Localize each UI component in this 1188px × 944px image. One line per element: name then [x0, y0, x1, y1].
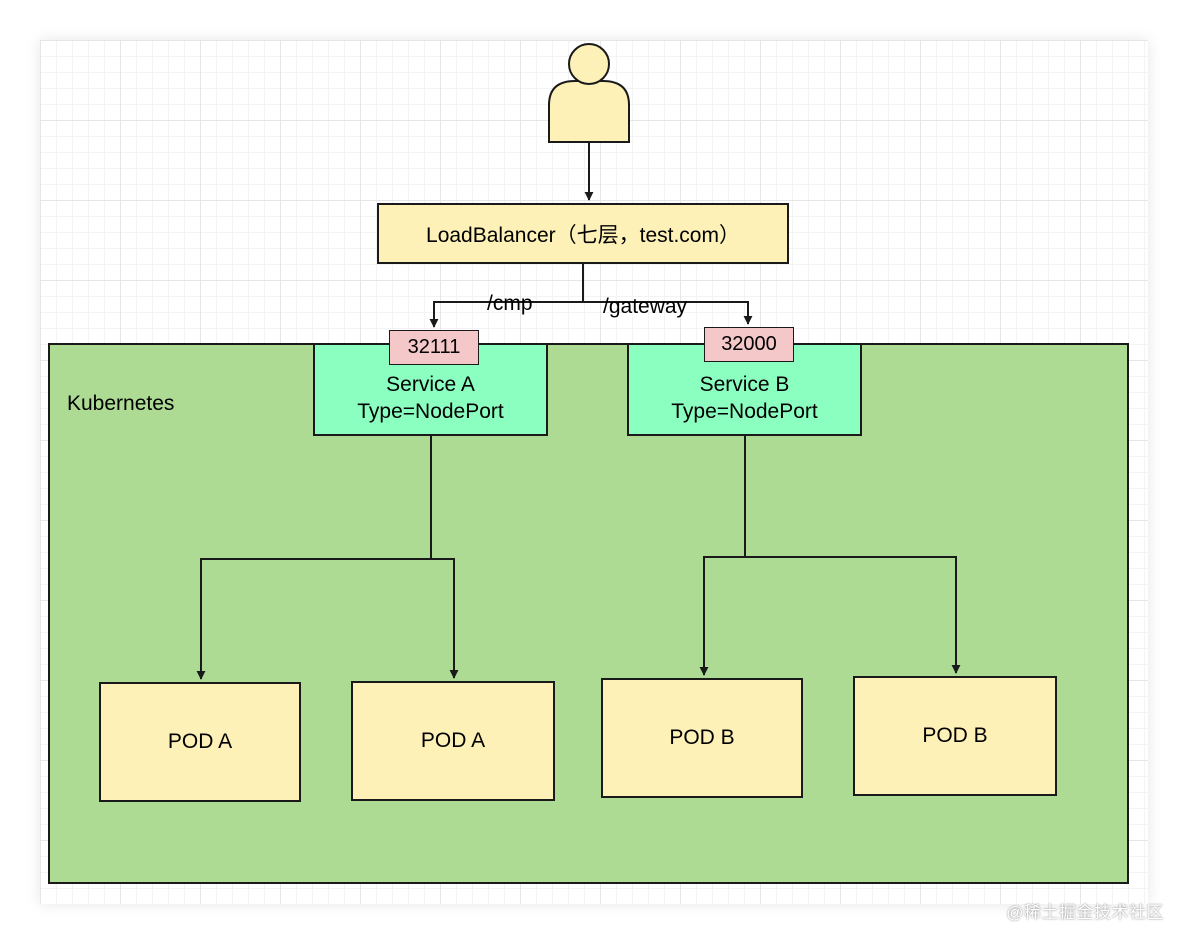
- pod-a-1[interactable]: POD A: [99, 682, 301, 802]
- service-b-port: 32000: [721, 333, 777, 355]
- pod-b-2-label: POD B: [922, 724, 988, 747]
- route-label-gateway: /gateway: [603, 295, 688, 318]
- pod-a-1-label: POD A: [167, 730, 233, 753]
- pod-a-2-label: POD A: [420, 729, 486, 752]
- pod-a-2[interactable]: POD A: [351, 681, 555, 801]
- service-b-type: Type=NodePort: [671, 399, 818, 423]
- load-balancer-label: LoadBalancer（七层，test.com）: [426, 223, 740, 247]
- service-a-port-badge[interactable]: 32111: [389, 330, 479, 365]
- kubernetes-cluster[interactable]: [48, 343, 1129, 884]
- service-a-port: 32111: [407, 336, 461, 358]
- service-a-type: Type=NodePort: [357, 399, 504, 423]
- service-b-port-badge[interactable]: 32000: [704, 327, 794, 362]
- load-balancer[interactable]: LoadBalancer（七层，test.com）: [377, 203, 789, 264]
- service-b-name: Service B: [699, 372, 790, 396]
- pod-b-1-label: POD B: [669, 726, 735, 749]
- route-label-cmp: /cmp: [487, 292, 533, 315]
- service-a-name: Service A: [386, 372, 475, 396]
- pod-b-1[interactable]: POD B: [601, 678, 803, 798]
- watermark: @稀土掘金技术社区: [1006, 903, 1164, 922]
- pod-b-2[interactable]: POD B: [853, 676, 1057, 796]
- cluster-label: Kubernetes: [67, 392, 175, 415]
